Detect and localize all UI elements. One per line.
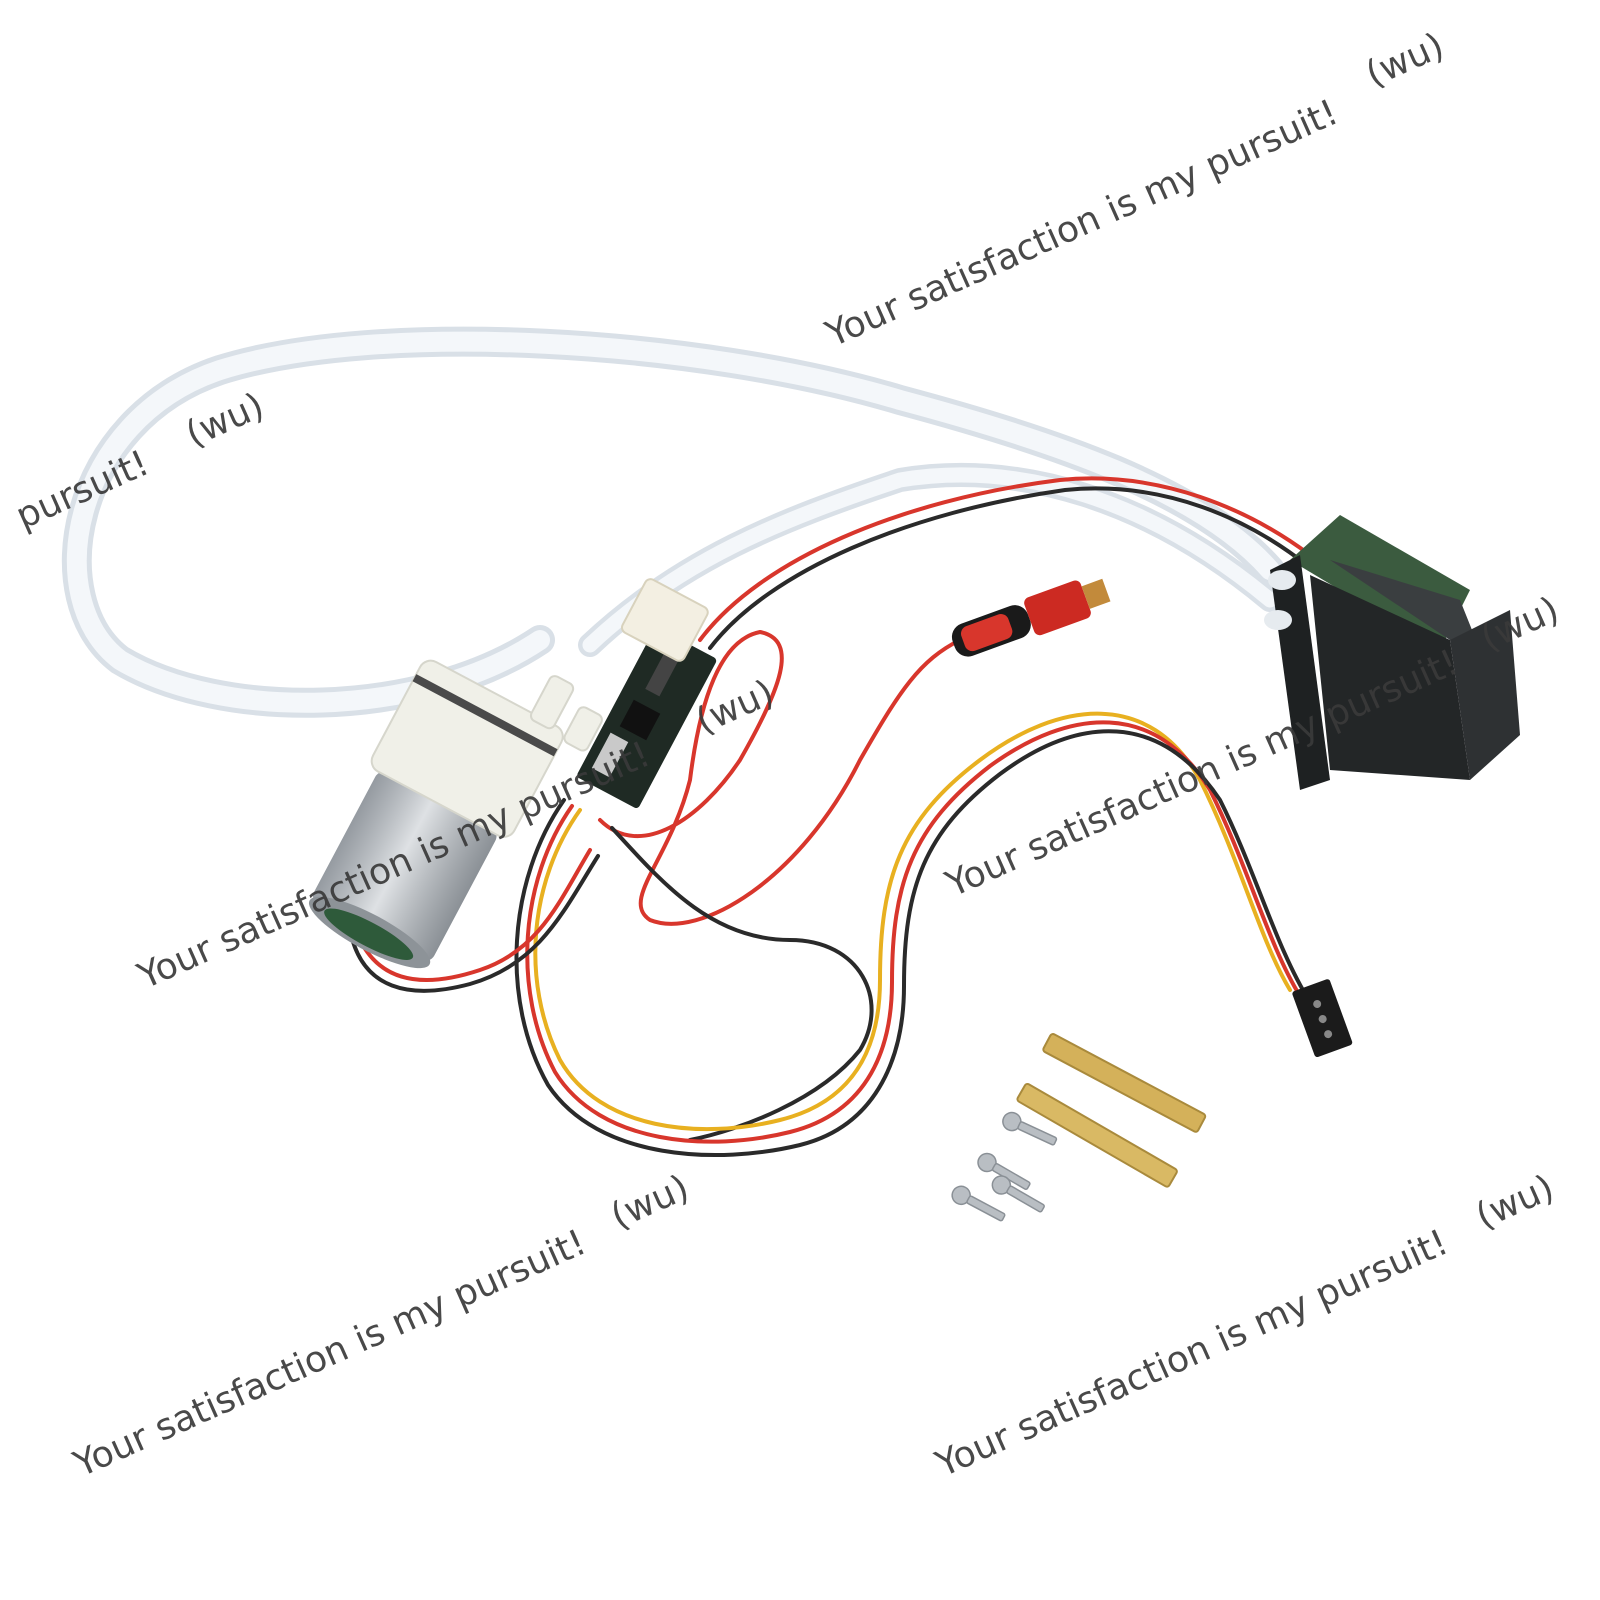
pump-motor-icon xyxy=(308,659,603,969)
servo-connector-icon xyxy=(1292,979,1353,1058)
screw-icon xyxy=(951,1111,1058,1222)
pcb-board-icon xyxy=(577,578,717,809)
smoke-unit-icon xyxy=(1264,515,1520,790)
brass-standoff-icon xyxy=(1016,1033,1207,1188)
wire-bundle xyxy=(348,476,1312,1157)
tube-icon xyxy=(62,326,1285,718)
plug-connector-icon xyxy=(951,578,1111,657)
